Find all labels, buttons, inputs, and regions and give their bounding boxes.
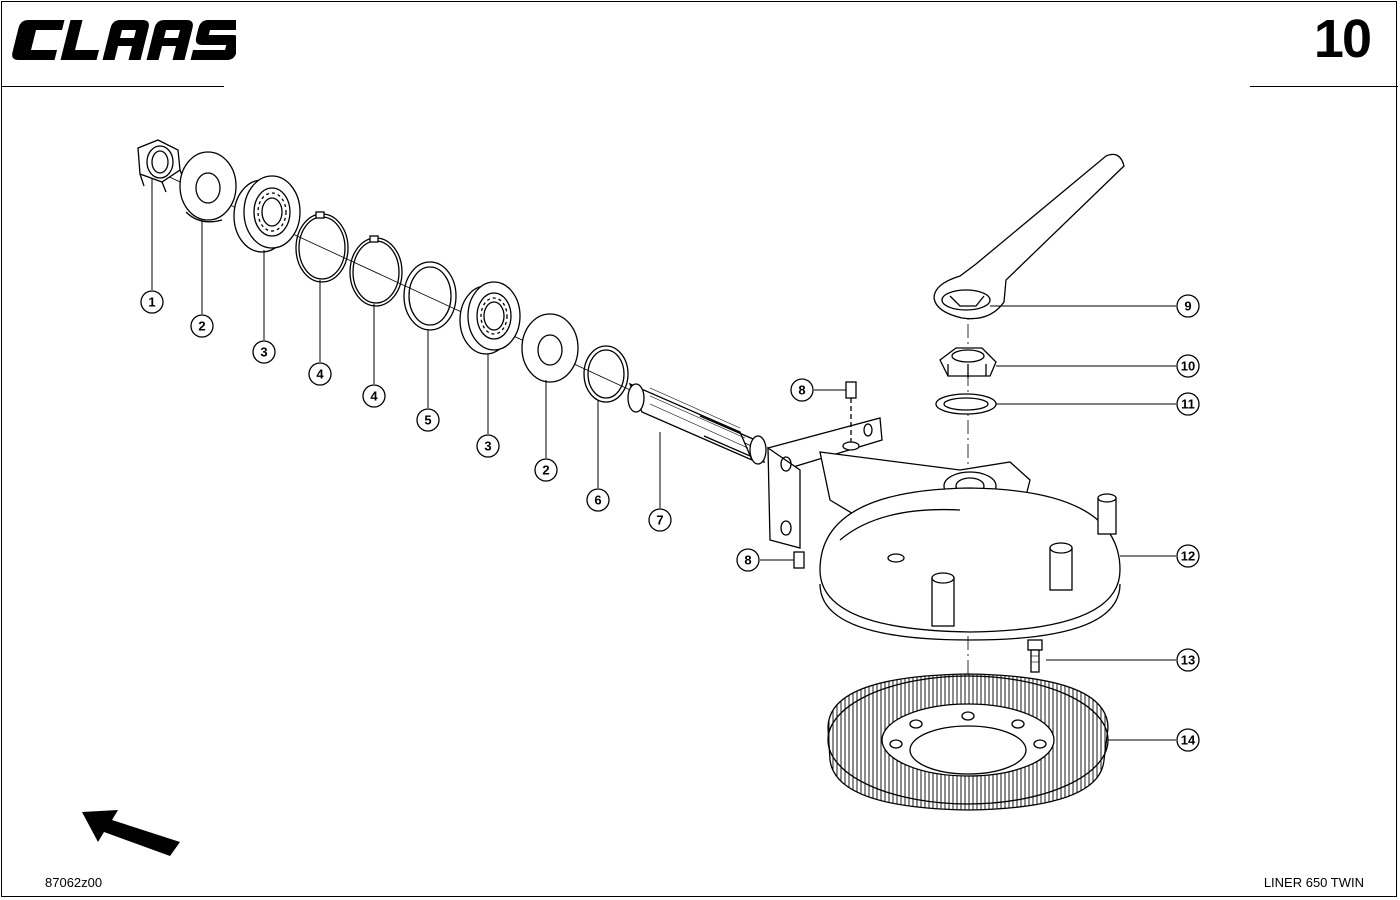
callout-label: 8 [744,553,751,568]
washer-part-a [179,151,237,223]
callout-label: 5 [424,413,431,428]
callout-label: 1 [148,295,155,310]
callout-c9: 9 [1176,294,1200,318]
callout-c2a: 2 [190,314,214,338]
callout-label: 7 [656,513,663,528]
callout-circle [1176,544,1200,568]
spanner-wrench-part [933,153,1125,320]
callout-circle [190,314,214,338]
callout-circle [1176,392,1200,416]
callout-c10: 10 [1176,354,1200,378]
claas-logo [12,20,236,60]
callout-circle [790,378,814,402]
callout-circle [252,340,276,364]
callout-circle [1176,728,1200,752]
model-name: LINER 650 TWIN [1263,875,1364,890]
callout-circle [1176,294,1200,318]
callout-label: 4 [370,389,378,404]
callout-c6: 6 [586,488,610,512]
callout-label: 10 [1181,359,1195,374]
callout-c7: 7 [648,508,672,532]
callout-c3a: 3 [252,340,276,364]
travel-direction-arrow-icon [82,810,180,856]
washer-part-b [521,313,579,383]
spacer-ring-part [403,261,457,331]
header-rule-left [2,86,224,87]
callout-label: 13 [1181,653,1195,668]
callout-circle [308,362,332,386]
callout-c8b: 8 [736,548,760,572]
drawing-number: 87062z00 [45,875,103,890]
callout-label: 9 [1184,299,1191,314]
callout-c14: 14 [1176,728,1200,752]
callout-label: 6 [594,493,601,508]
callout-label: 2 [198,319,205,334]
callout-label: 8 [798,383,805,398]
circlip-part-b [349,235,403,307]
splined-shaft-part [627,382,767,465]
callout-c13: 13 [1176,648,1200,672]
hex-bolt-part [1027,639,1043,673]
gear-housing-part [767,417,1121,641]
callout-label: 11 [1181,397,1195,412]
callout-label: 3 [484,439,491,454]
grease-nipple-part-a [842,381,860,451]
callout-c8a: 8 [790,378,814,402]
callout-label: 14 [1181,733,1196,748]
crown-gear-part [827,673,1109,811]
callout-label: 3 [260,345,267,360]
hex-nut-part [137,139,185,193]
callout-circle [736,548,760,572]
castle-nut-part [939,347,997,378]
callout-circle [362,384,386,408]
ball-bearing-part-a [233,175,301,253]
grease-nipple-part-b [793,551,805,569]
callout-label: 4 [316,367,324,382]
callout-c3b: 3 [476,434,500,458]
callout-circle [416,408,440,432]
callout-circle [586,488,610,512]
callout-circle [140,290,164,314]
thrust-washer-part [935,393,997,415]
callout-c5: 5 [416,408,440,432]
circlip-part-a [295,211,349,283]
callout-circle [1176,648,1200,672]
callout-c4b: 4 [362,384,386,408]
ball-bearing-part-b [459,281,521,355]
callout-circle [476,434,500,458]
callout-circle [534,458,558,482]
header-rule-right [1250,86,1398,87]
callout-circle [1176,354,1200,378]
callout-label: 12 [1181,549,1195,564]
callout-c12: 12 [1176,544,1200,568]
callout-c2b: 2 [534,458,558,482]
callout-circle [648,508,672,532]
callout-c11: 11 [1176,392,1200,416]
callout-c4a: 4 [308,362,332,386]
callout-label: 2 [542,463,549,478]
callout-c1: 1 [140,290,164,314]
retaining-ring-part [583,345,629,403]
page-number: 10 [1313,9,1372,69]
